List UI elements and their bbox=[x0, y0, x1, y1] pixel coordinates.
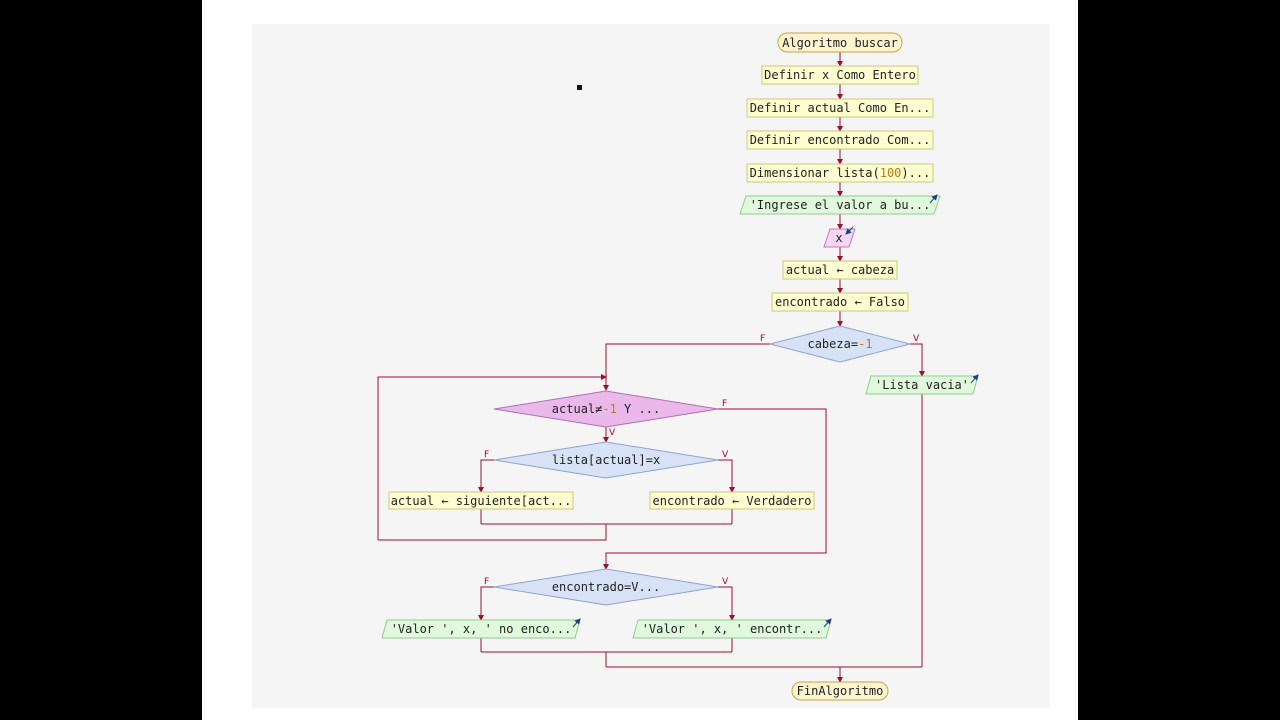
dimension-number: 100 bbox=[880, 166, 902, 180]
edge-found-true bbox=[718, 586, 735, 621]
loop-cond-label: actual≠-1 Y ... bbox=[552, 402, 660, 416]
assign-actual-box[interactable]: actual ← cabeza bbox=[782, 260, 898, 280]
start-terminal[interactable]: Algoritmo buscar bbox=[777, 32, 903, 53]
cursor-dot bbox=[577, 85, 582, 90]
found-output[interactable]: 'Valor ', x, ' encontr... bbox=[632, 618, 832, 639]
read-x-input[interactable]: x bbox=[823, 226, 856, 248]
end-terminal[interactable]: FinAlgoritmo bbox=[791, 681, 889, 701]
define-found-box[interactable]: Definir encontrado Com... bbox=[746, 130, 934, 150]
not-found-label: 'Valor ', x, ' no enco... bbox=[391, 622, 572, 636]
advance-box[interactable]: actual ← siguiente[act... bbox=[388, 491, 574, 510]
empty-list-output[interactable]: 'Lista vacia' bbox=[865, 374, 979, 395]
loop-decision[interactable]: actual≠-1 Y ... F V bbox=[493, 390, 727, 438]
loop-cond-prefix: actual≠ bbox=[552, 402, 603, 416]
set-found-box[interactable]: encontrado ← Verdadero bbox=[649, 491, 815, 510]
match-true-flag: V bbox=[722, 450, 729, 460]
cond-head-false-flag: F bbox=[760, 334, 765, 344]
edge-loop-false bbox=[603, 408, 827, 570]
advance-label: actual ← siguiente[act... bbox=[391, 494, 572, 508]
loop-cond-suffix: Y ... bbox=[617, 402, 660, 416]
match-label: lista[actual]=x bbox=[552, 453, 660, 467]
dimension-label: Dimensionar lista(100)... bbox=[750, 166, 931, 180]
output-arrow-icon bbox=[572, 618, 581, 628]
dimension-prefix: Dimensionar lista( bbox=[750, 166, 880, 180]
cond-head-decision[interactable]: cabeza=-1 F V bbox=[760, 325, 920, 363]
edge-cond-head-true bbox=[910, 343, 925, 377]
loop-true-flag: V bbox=[609, 428, 616, 438]
edge-cond-head-false bbox=[603, 343, 770, 391]
cond-head-label: cabeza=-1 bbox=[807, 337, 872, 351]
cond-head-number: -1 bbox=[858, 337, 872, 351]
found-msg-label: 'Valor ', x, ' encontr... bbox=[642, 622, 823, 636]
cond-head-true-flag: V bbox=[913, 334, 920, 344]
cond-head-prefix: cabeza= bbox=[807, 337, 858, 351]
edge-found-false bbox=[478, 586, 494, 621]
found-true-flag: V bbox=[722, 577, 729, 587]
prompt-label: 'Ingrese el valor a bu... bbox=[750, 198, 931, 212]
read-x-label: x bbox=[835, 231, 842, 245]
set-found-label: encontrado ← Verdadero bbox=[653, 494, 812, 508]
define-found-label: Definir encontrado Com... bbox=[750, 133, 931, 147]
define-actual-box[interactable]: Definir actual Como En... bbox=[746, 98, 934, 118]
edge-match-false bbox=[478, 459, 494, 493]
define-actual-label: Definir actual Como En... bbox=[750, 101, 931, 115]
start-label: Algoritmo buscar bbox=[782, 36, 898, 50]
prompt-output[interactable]: 'Ingrese el valor a bu... bbox=[739, 194, 941, 215]
found-false-flag: F bbox=[484, 577, 489, 587]
output-arrow-icon bbox=[970, 374, 979, 384]
loop-cond-number: -1 bbox=[602, 402, 616, 416]
found-cond-label: encontrado=V... bbox=[552, 580, 660, 594]
match-decision[interactable]: lista[actual]=x F V bbox=[484, 441, 729, 479]
input-arrow-icon bbox=[845, 226, 854, 235]
output-arrow-icon bbox=[929, 194, 938, 204]
not-found-output[interactable]: 'Valor ', x, ' no enco... bbox=[381, 618, 581, 639]
loop-false-flag: F bbox=[722, 399, 727, 409]
assign-found-label: encontrado ← Falso bbox=[775, 295, 905, 309]
end-label: FinAlgoritmo bbox=[797, 684, 884, 698]
dimension-box[interactable]: Dimensionar lista(100)... bbox=[746, 163, 934, 183]
edge-match-true bbox=[718, 459, 735, 493]
define-x-box[interactable]: Definir x Como Entero bbox=[761, 65, 919, 85]
edge-loop-back bbox=[377, 374, 607, 540]
define-x-label: Definir x Como Entero bbox=[764, 68, 916, 82]
assign-actual-label: actual ← cabeza bbox=[786, 263, 894, 277]
assign-found-box[interactable]: encontrado ← Falso bbox=[771, 292, 909, 312]
match-false-flag: F bbox=[484, 450, 489, 460]
edge-to-loop-back bbox=[378, 524, 607, 541]
empty-list-label: 'Lista vacia' bbox=[875, 378, 969, 392]
output-arrow-icon bbox=[823, 618, 832, 628]
connectors bbox=[377, 52, 925, 683]
found-decision[interactable]: encontrado=V... F V bbox=[484, 568, 729, 606]
dimension-suffix: )... bbox=[901, 166, 930, 180]
